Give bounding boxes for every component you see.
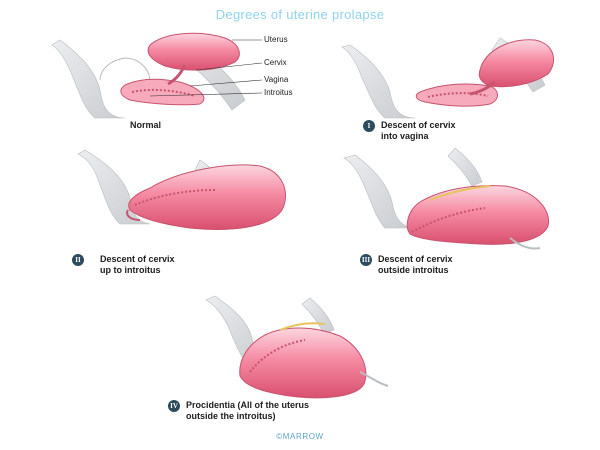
panel-3-illustration (343, 147, 550, 250)
label-cervix: Cervix (264, 58, 287, 67)
roman-badge-1: I (363, 120, 375, 132)
panel-2-illustration (77, 149, 286, 230)
roman-badge-4: IV (168, 400, 180, 412)
uterus-prolapse-3 (406, 185, 550, 245)
uterus-shape (147, 32, 240, 71)
label-vagina: Vagina (264, 75, 289, 84)
uterus-prolapse-2 (128, 164, 286, 230)
roman-badge-2: II (72, 254, 84, 266)
caption-normal: Normal (130, 120, 162, 130)
roman-badge-3: III (360, 254, 372, 266)
vagina-shape (120, 78, 205, 106)
label-uterus: Uterus (264, 35, 288, 44)
panel-1-illustration (341, 37, 555, 119)
panel-4-illustration (205, 295, 389, 399)
pubic-bone-shape (51, 39, 126, 119)
brand-logo: ©MARROW (276, 432, 324, 441)
diagram-title: Degrees of uterine prolapse (215, 7, 385, 22)
label-introitus: Introitus (264, 88, 293, 97)
uterus-procidentia (239, 327, 367, 399)
panel-normal-illustration (51, 32, 263, 119)
